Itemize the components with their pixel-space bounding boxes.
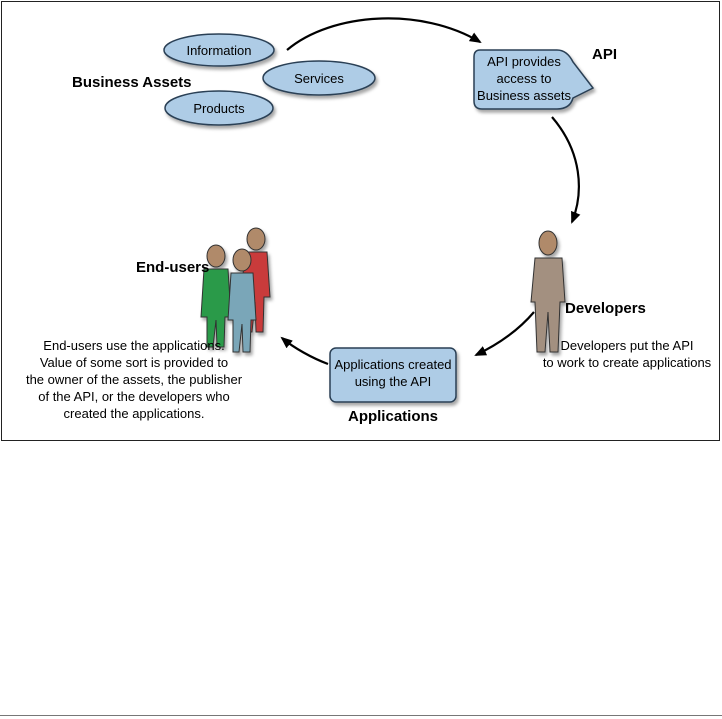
api-title: API bbox=[592, 46, 617, 63]
applications-box: Applications created using the API bbox=[329, 347, 457, 403]
developers-caption-line-1: Developers put the API bbox=[561, 338, 694, 353]
applications-title: Applications bbox=[348, 408, 438, 425]
arrow-icon bbox=[551, 116, 581, 224]
end-users-caption-line-3: the owner of the assets, the publisher bbox=[26, 372, 243, 387]
developer-figure-icon bbox=[530, 230, 566, 353]
api-box-line-2: access to bbox=[497, 71, 552, 86]
api-box: API provides access to Business assets bbox=[473, 49, 595, 110]
api-box-line-1: API provides bbox=[487, 54, 561, 69]
asset-label-information: Information bbox=[186, 43, 251, 58]
arrow-icon bbox=[286, 17, 482, 51]
asset-label-services: Services bbox=[294, 71, 344, 86]
applications-box-line-1: Applications created bbox=[334, 357, 451, 372]
page-bottom-rule bbox=[0, 715, 722, 716]
end-users-title: End-users bbox=[136, 259, 209, 276]
end-users-group-icon bbox=[200, 227, 271, 353]
api-value-chain-diagram: Information Services Products Business A… bbox=[26, 17, 712, 425]
asset-bubble-information: Information bbox=[163, 33, 275, 67]
asset-bubble-services: Services bbox=[262, 60, 376, 96]
end-users-caption-line-4: of the API, or the developers who bbox=[38, 389, 230, 404]
arrow-icon bbox=[474, 311, 535, 356]
diagram-frame: Information Services Products Business A… bbox=[1, 1, 720, 441]
end-users-caption-line-5: created the applications. bbox=[64, 406, 205, 421]
applications-box-line-2: using the API bbox=[355, 374, 432, 389]
developers-title: Developers bbox=[565, 300, 646, 317]
end-users-caption-line-1: End-users use the applications. bbox=[43, 338, 224, 353]
arrow-icon bbox=[280, 336, 329, 366]
business-assets-title: Business Assets bbox=[72, 74, 192, 91]
asset-bubble-products: Products bbox=[164, 90, 274, 126]
end-users-caption-line-2: Value of some sort is provided to bbox=[40, 355, 228, 370]
api-box-line-3: Business assets bbox=[477, 88, 571, 103]
developers-caption-line-2: to work to create applications bbox=[543, 355, 712, 370]
asset-label-products: Products bbox=[193, 101, 245, 116]
